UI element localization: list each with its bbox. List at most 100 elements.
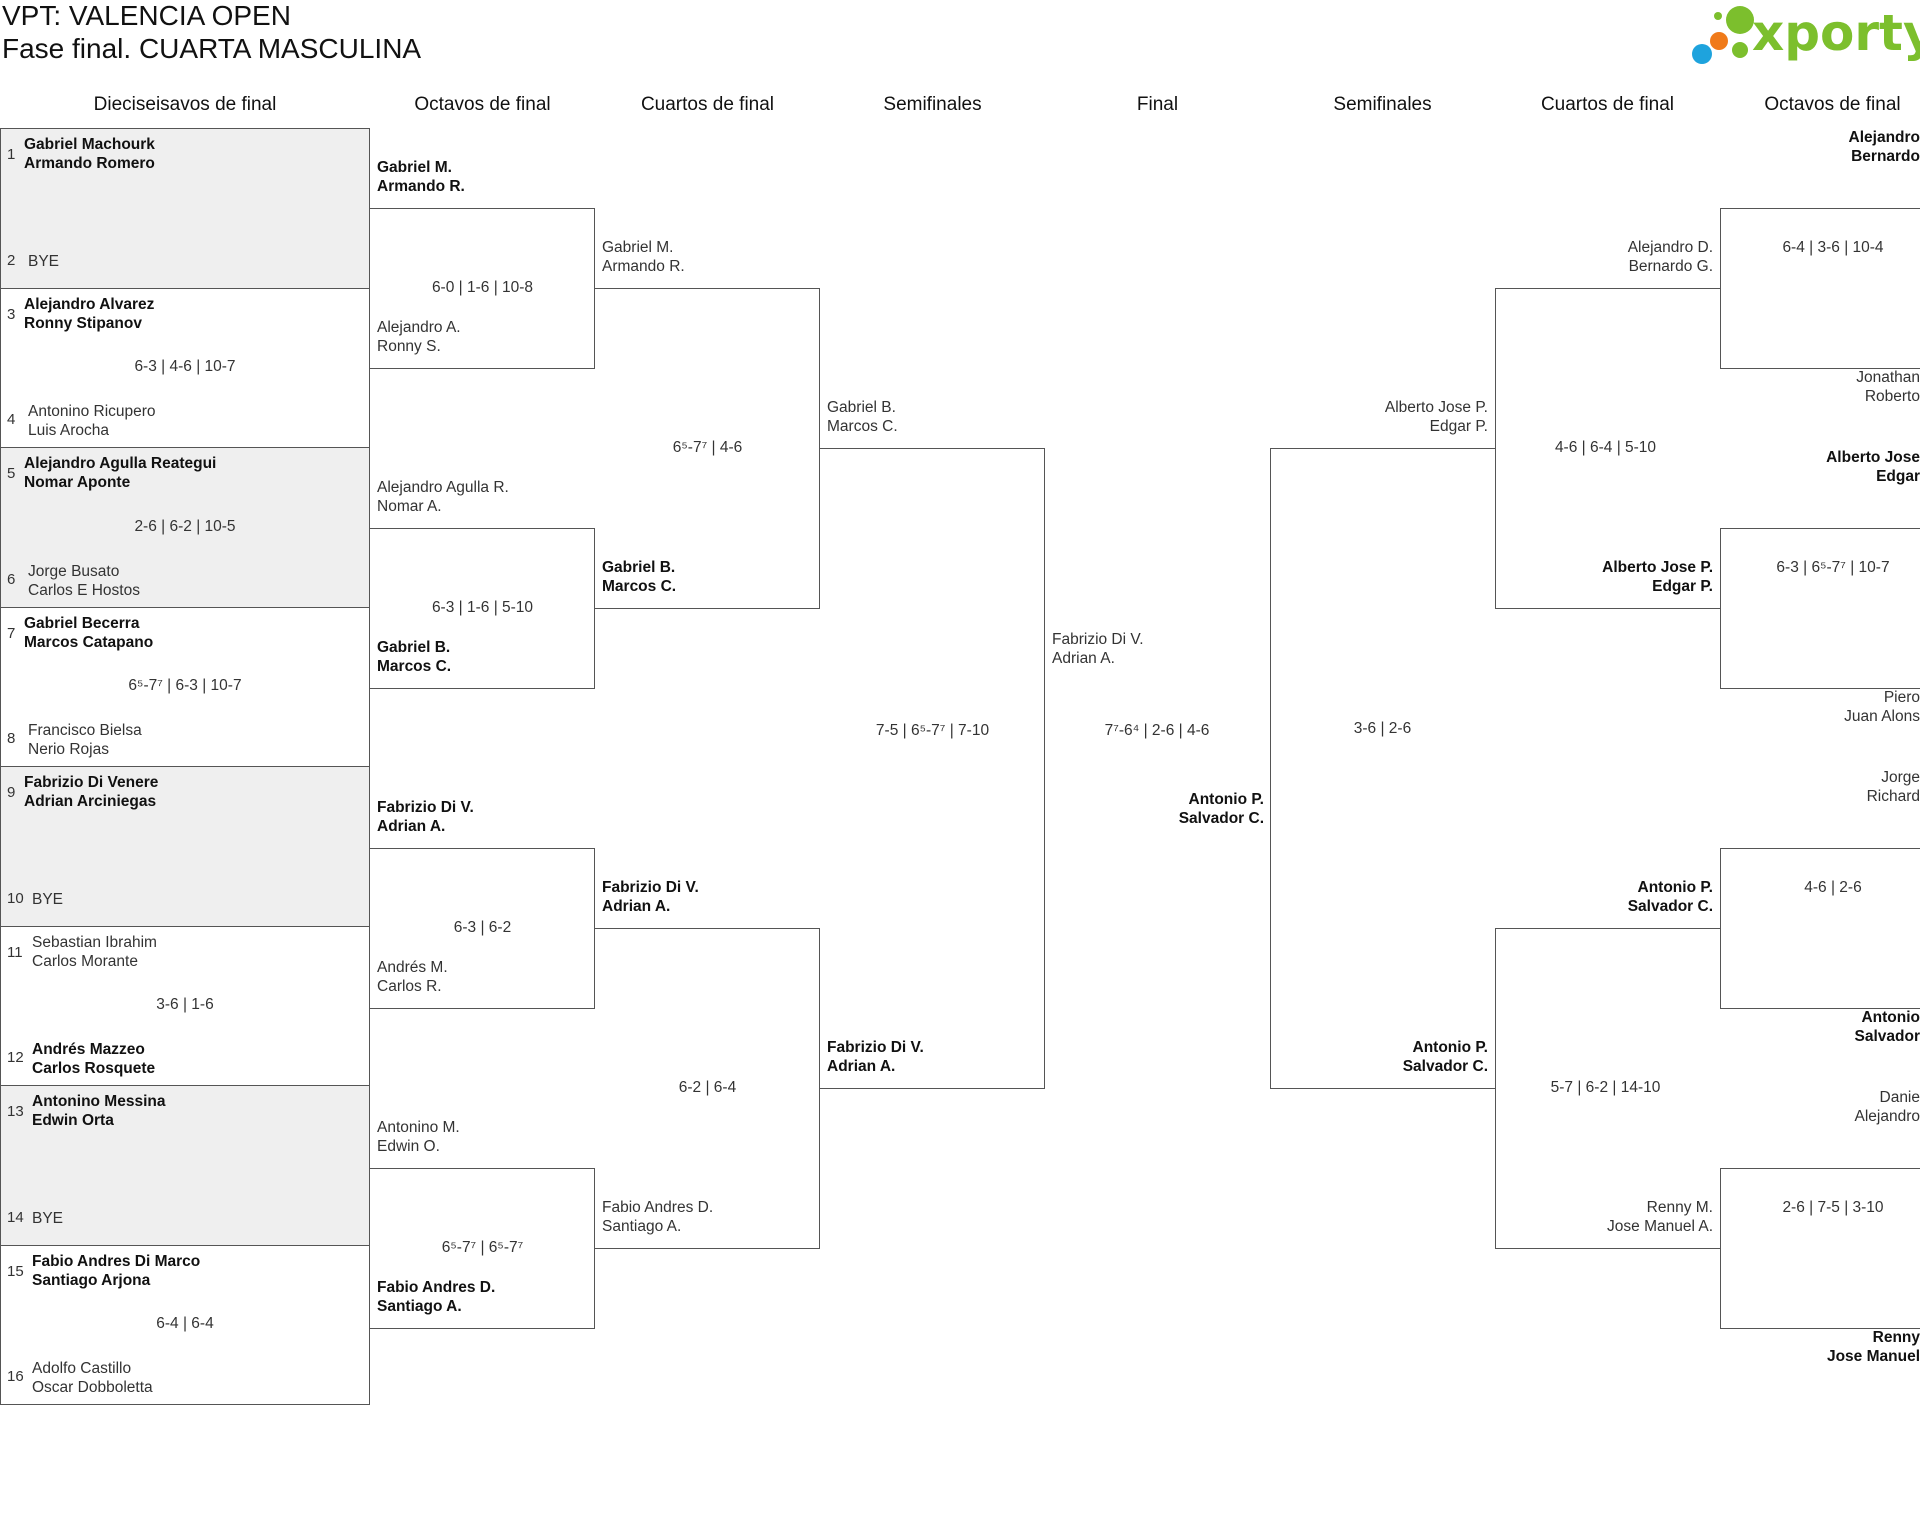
team-name[interactable]: Andrés M. (377, 959, 448, 976)
team-name[interactable]: Sebastian Ibrahim (32, 933, 157, 951)
column-header-r16-left: Octavos de final (414, 94, 551, 115)
team-name[interactable]: Santiago A. (377, 1298, 462, 1315)
team-name[interactable]: BYE (28, 252, 60, 270)
team-name[interactable]: Nerio Rojas (28, 741, 109, 758)
team-name[interactable]: Carlos R. (377, 978, 442, 995)
team-name[interactable]: Andrés Mazzeo (32, 1041, 145, 1058)
team-name[interactable]: Juan Alons (1844, 708, 1920, 725)
team-name[interactable]: Antonio P. (1412, 1039, 1489, 1056)
team-name[interactable]: Marcos C. (377, 658, 452, 675)
team-name[interactable]: Gabriel Becerra (24, 614, 140, 632)
team-name[interactable]: Jose Manuel A. (1607, 1218, 1713, 1235)
team-name[interactable]: Marcos C. (827, 418, 898, 435)
team-name[interactable]: Ronny S. (377, 338, 441, 355)
team-name[interactable]: BYE (32, 890, 64, 908)
team-name[interactable]: Antonio (1861, 1009, 1920, 1026)
team-name[interactable]: Alberto Jose P. (1602, 559, 1713, 576)
team-name[interactable]: Adrian A. (1052, 650, 1115, 667)
team-name[interactable]: Bernardo (1851, 148, 1920, 165)
team-name[interactable]: Fabrizio Di V. (602, 879, 699, 896)
team-name[interactable]: Piero (1883, 689, 1920, 706)
team-name[interactable]: Fabrizio Di V. (827, 1039, 924, 1056)
team-name[interactable]: Antonio P. (1637, 879, 1714, 896)
team-name[interactable]: Salvador (1854, 1028, 1920, 1045)
team-name[interactable]: Santiago Arjona (32, 1271, 151, 1289)
team-name[interactable]: Alejandro (1848, 129, 1920, 146)
team-name[interactable]: Renny (1872, 1329, 1920, 1346)
team-name[interactable]: Fabio Andres D. (377, 1279, 496, 1296)
r32-match (0, 447, 370, 608)
team-name[interactable]: Gabriel M. (377, 159, 452, 176)
match-score: 6⁵-7⁷ | 6-3 | 10-7 (128, 677, 242, 695)
team-name[interactable]: Alberto Jose P. (1384, 399, 1488, 416)
team-name[interactable]: Salvador C. (1402, 1058, 1488, 1075)
team-name[interactable]: Alejandro Agulla R. (377, 479, 509, 496)
team-name[interactable]: Jorge Busato (28, 562, 120, 580)
seed-number: 10 (7, 889, 24, 907)
team-name[interactable]: Bernardo G. (1628, 258, 1713, 275)
r32-match (0, 606, 370, 767)
team-name[interactable]: Antonino Ricupero (28, 403, 156, 420)
match-score: 6-3 | 6-2 (453, 919, 512, 936)
team-name[interactable]: Alejandro D. (1627, 239, 1713, 256)
team-name[interactable]: Gabriel B. (377, 639, 451, 656)
logo-dot-icon (1692, 44, 1712, 64)
team-name[interactable]: Jonathan (1856, 369, 1920, 386)
team-name[interactable]: Adrian A. (827, 1058, 896, 1075)
team-name[interactable]: Antonino Messina (32, 1093, 166, 1110)
team-name[interactable]: Carlos Rosquete (32, 1060, 156, 1077)
team-name[interactable]: Fabio Andres Di Marco (32, 1252, 201, 1270)
team-name[interactable]: Ronny Stipanov (24, 314, 142, 332)
team-name[interactable]: Fabrizio Di Venere (24, 774, 159, 791)
team-name[interactable]: Armando Romero (24, 155, 155, 172)
team-name[interactable]: Gabriel B. (827, 399, 896, 416)
team-name[interactable]: Santiago A. (602, 1218, 682, 1235)
team-name[interactable]: Gabriel B. (602, 559, 676, 576)
team-name[interactable]: Edgar (1876, 468, 1920, 485)
team-name[interactable]: Fabrizio Di V. (377, 799, 474, 816)
team-name[interactable]: Roberto (1864, 388, 1920, 405)
team-name[interactable]: Gabriel Machourk (24, 136, 155, 153)
team-name[interactable]: Marcos C. (602, 578, 677, 595)
team-name[interactable]: Adrian A. (377, 818, 446, 835)
team-name[interactable]: Edwin Orta (32, 1112, 114, 1129)
team-name[interactable]: Jose Manuel (1826, 1348, 1920, 1365)
team-name[interactable]: BYE (32, 1209, 64, 1227)
logo-dot-icon (1732, 42, 1748, 58)
team-name[interactable]: Marcos Catapano (24, 633, 154, 651)
team-name[interactable]: Edwin O. (377, 1138, 440, 1155)
team-name[interactable]: Francisco Bielsa (28, 722, 142, 739)
team-name[interactable]: Adrian A. (602, 898, 671, 915)
team-name[interactable]: Richard (1866, 788, 1920, 805)
team-name[interactable]: Alejandro (1854, 1108, 1920, 1125)
team-name[interactable]: Carlos Morante (32, 952, 138, 970)
team-name[interactable]: Luis Arocha (28, 422, 109, 439)
team-name[interactable]: Antonino M. (377, 1119, 460, 1136)
team-name[interactable]: Alejandro Agulla Reategui (24, 455, 217, 472)
team-name[interactable]: Carlos E Hostos (28, 581, 140, 599)
team-name[interactable]: Gabriel M. (602, 239, 674, 256)
team-name[interactable]: Alejandro A. (377, 319, 461, 336)
team-name[interactable]: Salvador C. (1178, 810, 1264, 827)
team-name[interactable]: Antonio P. (1188, 791, 1265, 808)
team-name[interactable]: Adrian Arciniegas (24, 793, 157, 810)
team-name[interactable]: Salvador C. (1627, 898, 1713, 915)
team-name[interactable]: Alejandro Alvarez (24, 295, 155, 313)
match-score: 4-6 | 6-4 | 5-10 (1554, 439, 1657, 456)
team-name[interactable]: Renny M. (1646, 1199, 1713, 1216)
team-name[interactable]: Fabio Andres D. (602, 1199, 714, 1216)
xporty-logo[interactable]: xporty (1692, 2, 1920, 72)
team-name[interactable]: Edgar P. (1429, 418, 1488, 435)
team-name[interactable]: Edgar P. (1652, 578, 1713, 595)
team-name[interactable]: Oscar Dobboletta (32, 1379, 153, 1396)
team-name[interactable]: Nomar A. (377, 498, 442, 515)
team-name[interactable]: Alberto Jose (1826, 449, 1920, 466)
team-name[interactable]: Adolfo Castillo (32, 1360, 132, 1377)
team-name[interactable]: Danie (1879, 1089, 1920, 1106)
team-name[interactable]: Fabrizio Di V. (1052, 631, 1144, 648)
team-name[interactable]: Armando R. (377, 178, 465, 195)
team-name[interactable]: Armando R. (602, 258, 685, 275)
seed-number: 16 (7, 1368, 24, 1385)
team-name[interactable]: Nomar Aponte (24, 474, 131, 491)
team-name[interactable]: Jorge (1881, 769, 1920, 786)
